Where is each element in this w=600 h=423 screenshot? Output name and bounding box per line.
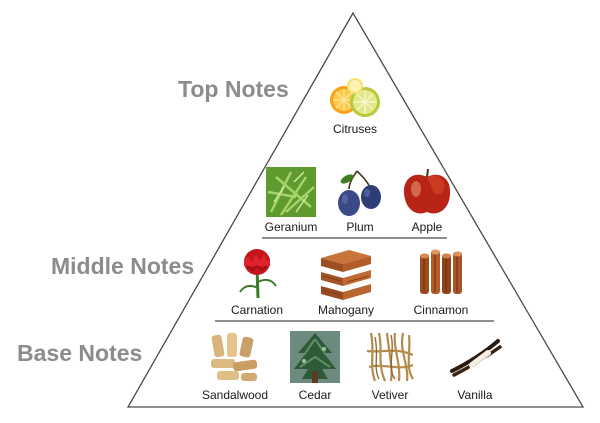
plum-icon [335,167,385,219]
note-label: Sandalwood [201,388,269,402]
note-plum: Plum [330,167,390,237]
carnation-flower-icon [232,248,282,300]
note-cedar: Cedar [285,331,345,402]
note-vanilla: Vanilla [440,331,510,402]
note-label: Geranium [264,220,318,234]
note-label: Cedar [298,388,332,402]
note-cinnamon: Cinnamon [405,248,477,318]
note-label: Vetiver [371,388,409,402]
cinnamon-sticks-icon [414,248,468,298]
citrus-slices-icon [328,76,382,120]
note-mahogany: Mahogany [310,248,382,318]
note-vetiver: Vetiver [360,331,420,402]
middle-notes-title: Middle Notes [51,253,195,279]
note-sandalwood: Sandalwood [195,331,275,402]
note-citruses: Citruses [310,76,400,136]
top-notes-title: Top Notes [178,76,289,102]
apple-icon [400,167,454,217]
sandalwood-pieces-icon [209,331,261,383]
note-label: Vanilla [457,388,493,402]
note-label: Apple [411,220,443,234]
note-label: Plum [346,220,374,234]
note-carnation: Carnation [222,248,292,318]
note-label: Citruses [332,122,377,136]
note-label: Mahogany [317,303,375,317]
note-geranium: Geranium [256,167,326,237]
geranium-leaves-icon [266,167,316,217]
vanilla-pods-icon [448,335,502,379]
note-label: Cinnamon [413,303,469,317]
vetiver-roots-icon [365,331,415,383]
note-label: Carnation [230,303,284,317]
note-apple: Apple [392,167,462,237]
cedar-tree-icon [290,331,340,383]
base-notes-title: Base Notes [17,340,143,366]
mahogany-wood-icon [319,248,373,300]
pyramid-outline [126,11,585,408]
